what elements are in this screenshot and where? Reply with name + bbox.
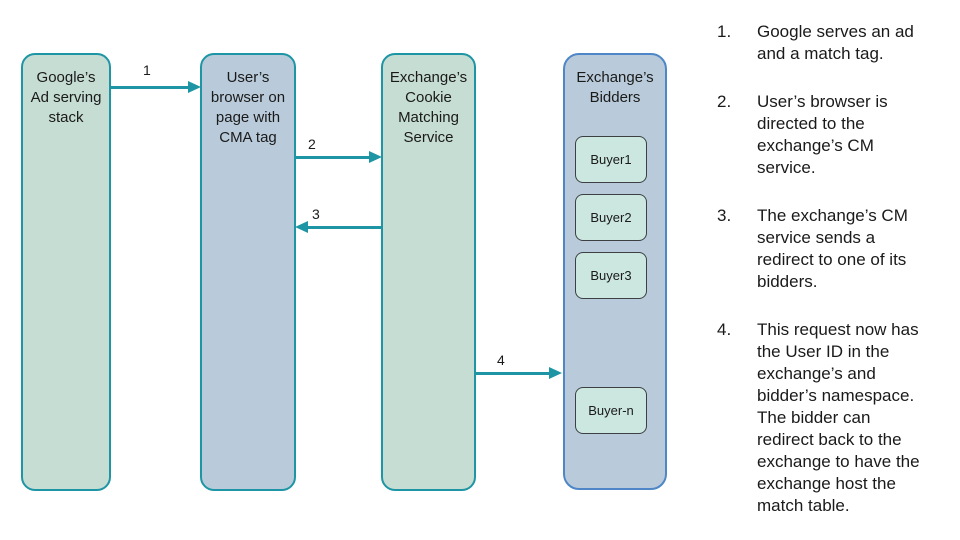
- node-label: Google’s Ad serving stack: [30, 69, 102, 126]
- list-item: 1. Google serves an ad and a match tag.: [717, 21, 953, 65]
- step-text: The exchange’s CM service sends a redire…: [757, 206, 908, 291]
- list-item: 3. The exchange’s CM service sends a red…: [717, 205, 953, 293]
- arrow-1-line: [110, 86, 188, 89]
- arrow-1-right-arrowhead-icon: [188, 81, 201, 93]
- step-number: 3.: [717, 206, 732, 225]
- step-number: 4.: [717, 320, 732, 339]
- step-number: 2.: [717, 92, 732, 111]
- node-google-ad-serving-stack: Google’s Ad serving stack: [21, 53, 111, 491]
- buyer-n-chip: Buyer-n: [575, 387, 647, 434]
- node-exchange-cookie-matching-service: Exchange’s Cookie Matching Service: [381, 53, 476, 491]
- list-item: 4. This request now has the User ID in t…: [717, 319, 953, 517]
- step-text: Google serves an ad and a match tag.: [757, 22, 914, 63]
- arrow-2-label: 2: [308, 136, 316, 152]
- node-label: Exchange’s Cookie Matching Service: [389, 69, 468, 146]
- buyer-label: Buyer-n: [588, 403, 634, 418]
- arrow-4-line: [476, 372, 549, 375]
- buyer-3-chip: Buyer3: [575, 252, 647, 299]
- arrow-1-label: 1: [143, 62, 151, 78]
- step-number: 1.: [717, 22, 732, 41]
- buyer-2-chip: Buyer2: [575, 194, 647, 241]
- node-user-browser: User’s browser on page with CMA tag: [200, 53, 296, 491]
- buyer-label: Buyer2: [590, 210, 632, 225]
- arrow-4-right-arrowhead-icon: [549, 367, 562, 379]
- arrow-3-left-arrowhead-icon: [295, 221, 308, 233]
- arrow-2-right-arrowhead-icon: [369, 151, 382, 163]
- node-label: User’s browser on page with CMA tag: [210, 69, 286, 146]
- step-text: This request now has the User ID in the …: [757, 320, 920, 515]
- buyer-label: Buyer3: [590, 268, 632, 283]
- step-text: User’s browser is directed to the exchan…: [757, 92, 888, 177]
- buyer-1-chip: Buyer1: [575, 136, 647, 183]
- arrow-3-line: [308, 226, 381, 229]
- arrow-3-label: 3: [312, 206, 320, 222]
- node-label: Exchange’s Bidders: [576, 69, 654, 106]
- buyer-label: Buyer1: [590, 152, 632, 167]
- arrow-2-line: [296, 156, 369, 159]
- steps-list: 1. Google serves an ad and a match tag. …: [717, 21, 953, 540]
- arrow-4-label: 4: [497, 352, 505, 368]
- list-item: 2. User’s browser is directed to the exc…: [717, 91, 953, 179]
